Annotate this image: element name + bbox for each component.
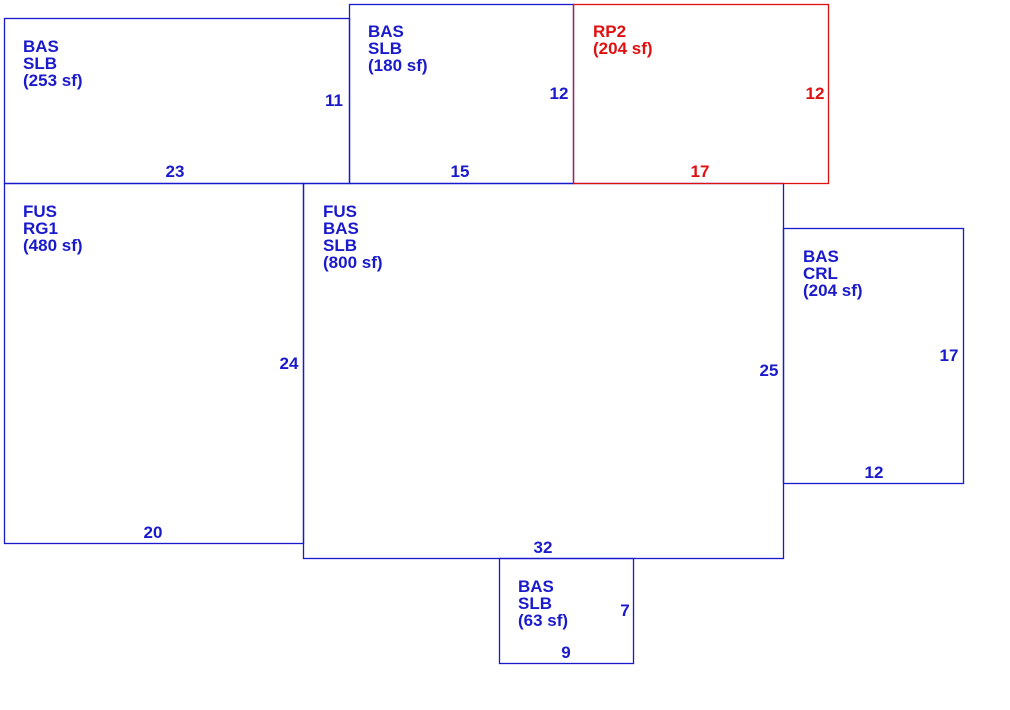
area-label-line: SLB: [323, 236, 357, 255]
width-dimension: 15: [451, 162, 470, 181]
area-label-line: BAS: [323, 219, 359, 238]
area-outline-a7: [498, 557, 635, 665]
width-dimension: 12: [865, 463, 884, 482]
depth-dimension: 17: [940, 346, 959, 365]
depth-dimension: 25: [760, 361, 779, 380]
depth-dimension: 11: [325, 91, 343, 110]
area-label-line: BAS: [23, 37, 59, 56]
area-outline-a5: [302, 182, 785, 560]
area-label-line: FUS: [23, 202, 57, 221]
area-label-line: SLB: [518, 594, 552, 613]
area-label-line: SLB: [23, 54, 57, 73]
area-label-line: FUS: [323, 202, 357, 221]
depth-dimension: 7: [620, 601, 629, 620]
depth-dimension: 12: [550, 84, 569, 103]
area-label-line: (63 sf): [518, 611, 568, 630]
area-label-line: (253 sf): [23, 71, 83, 90]
area-label-line: (800 sf): [323, 253, 383, 272]
area-outline-a3: [572, 3, 830, 185]
width-dimension: 32: [534, 538, 553, 557]
area-label-line: (204 sf): [593, 39, 653, 58]
area-label-line: (480 sf): [23, 236, 83, 255]
width-dimension: 20: [144, 523, 163, 542]
area-label-line: BAS: [368, 22, 404, 41]
width-dimension: 9: [561, 643, 570, 662]
area-label-line: CRL: [803, 264, 838, 283]
width-dimension: 17: [691, 162, 710, 181]
area-label-line: SLB: [368, 39, 402, 58]
depth-dimension: 24: [280, 354, 299, 373]
area-label-line: (180 sf): [368, 56, 428, 75]
area-a3: RP2(204 sf) 17 12: [593, 22, 824, 181]
area-label-line: BAS: [518, 577, 554, 596]
width-dimension: 23: [166, 162, 185, 181]
area-label-line: RG1: [23, 219, 58, 238]
area-label: RP2(204 sf): [593, 22, 653, 58]
area-label-line: BAS: [803, 247, 839, 266]
area-outline-a6: [782, 227, 965, 485]
area-label-line: (204 sf): [803, 281, 863, 300]
depth-dimension: 12: [806, 84, 825, 103]
area-label-line: RP2: [593, 22, 626, 41]
